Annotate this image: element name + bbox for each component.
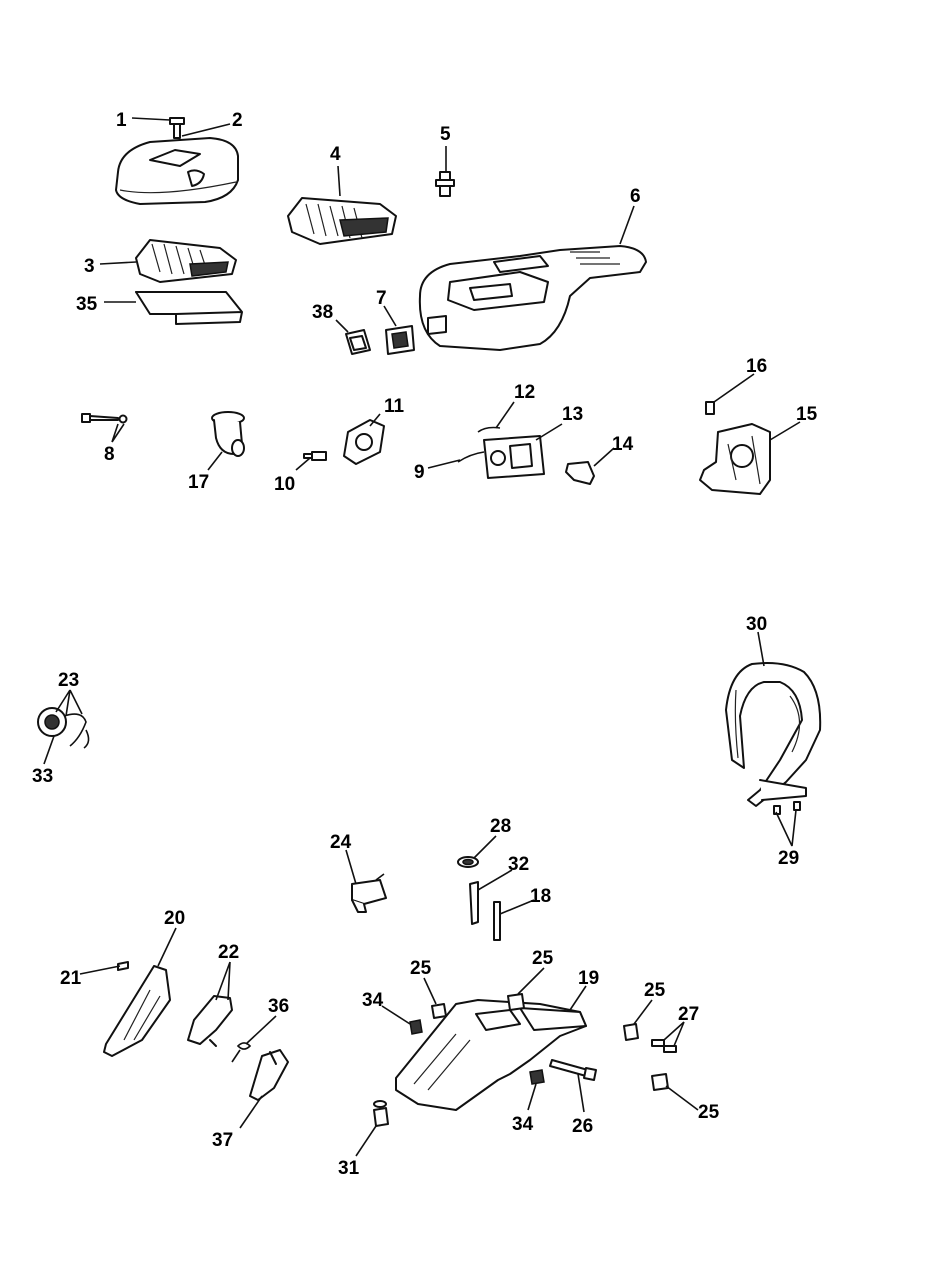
callout-17: 17 [188,472,209,493]
part-25c-av-mount [623,1023,639,1041]
callout-25-d: 25 [698,1102,720,1123]
callout-1: 1 [116,110,127,131]
callout-13: 13 [562,404,583,425]
part-32-fuel-hose [469,881,479,925]
callout-23: 23 [58,670,79,691]
callout-19: 19 [578,968,599,989]
part-15-air-box-base [699,423,771,495]
part-30-handlebar [725,662,822,807]
part-25b-av-mount [507,993,525,1011]
part-24-throttle-lever [351,873,387,913]
part-9-fuel-line [457,451,485,463]
part-8-bolt-washer [81,413,128,424]
callout-25-c: 25 [644,980,666,1001]
callout-33: 33 [32,766,53,787]
callout-2: 2 [232,110,243,131]
part-22-trigger-lever [187,995,233,1047]
callout-4: 4 [330,144,341,165]
part-20-handle-cover [103,965,171,1057]
part-14-bracket [565,461,595,485]
callout-8: 8 [104,444,115,465]
part-3-air-filter [135,239,237,283]
callout-14: 14 [612,434,634,455]
part-34a-nut [409,1019,423,1035]
part-29-screws [773,801,801,815]
leader-lines [43,117,801,1157]
callout-6: 6 [630,186,641,207]
callout-25-a: 25 [410,958,432,979]
part-16-screw [705,401,715,415]
callout-28: 28 [490,816,511,837]
part-31-buffer [373,1100,389,1127]
callout-36: 36 [268,996,289,1017]
callout-38: 38 [312,302,333,323]
callout-10: 10 [274,474,295,495]
callout-20: 20 [164,908,185,929]
callout-29: 29 [778,848,799,869]
callout-16: 16 [746,356,767,377]
part-34b-nut [529,1069,545,1085]
callout-34-a: 34 [362,990,384,1011]
callout-7: 7 [376,288,387,309]
callout-31: 31 [338,1158,360,1179]
part-2-air-filter-cover [115,137,239,205]
callout-11: 11 [384,396,405,417]
part-12-13-carburetor [477,426,545,479]
part-6-top-cover [418,245,647,351]
callout-25-b: 25 [532,948,554,969]
part-37-trigger [249,1049,289,1101]
part-4-filter-holder [287,197,397,245]
callout-12: 12 [514,382,535,403]
callout-24: 24 [330,832,352,853]
part-5-bolt [435,171,455,197]
callout-9: 9 [414,462,425,483]
part-18-fuel-pickup [493,901,501,941]
part-19-rear-handle [395,999,587,1111]
callout-35: 35 [76,294,98,315]
part-26-bolt [549,1059,597,1081]
part-35-gasket [135,291,243,325]
part-11-carb-adapter [343,419,385,465]
part-28-grommet [457,856,479,868]
callout-37: 37 [212,1130,233,1151]
part-21-pin [117,961,129,971]
part-7-switch [385,325,415,355]
callout-labels: 1 2 3 35 4 5 6 38 7 8 17 10 11 12 13 9 1… [32,110,818,1179]
part-17-intake-elbow [211,411,245,457]
part-1-screw [169,117,185,139]
part-27-screws [651,1039,677,1053]
part-25a-av-mount [431,1003,447,1019]
callout-34-b: 34 [512,1114,534,1135]
callout-15: 15 [796,404,818,425]
callout-21: 21 [60,968,82,989]
callout-27: 27 [678,1004,699,1025]
part-38-filter [345,329,371,355]
part-23-starter-pulley [37,707,90,749]
callout-22: 22 [218,942,239,963]
part-10-screw [303,451,327,461]
part-36-spring [231,1042,252,1063]
callout-30: 30 [746,614,767,635]
callout-3: 3 [84,256,95,277]
callout-26: 26 [572,1116,593,1137]
callout-32: 32 [508,854,529,875]
part-25d-av-mount [651,1073,669,1091]
callout-5: 5 [440,124,451,145]
callout-18: 18 [530,886,551,907]
